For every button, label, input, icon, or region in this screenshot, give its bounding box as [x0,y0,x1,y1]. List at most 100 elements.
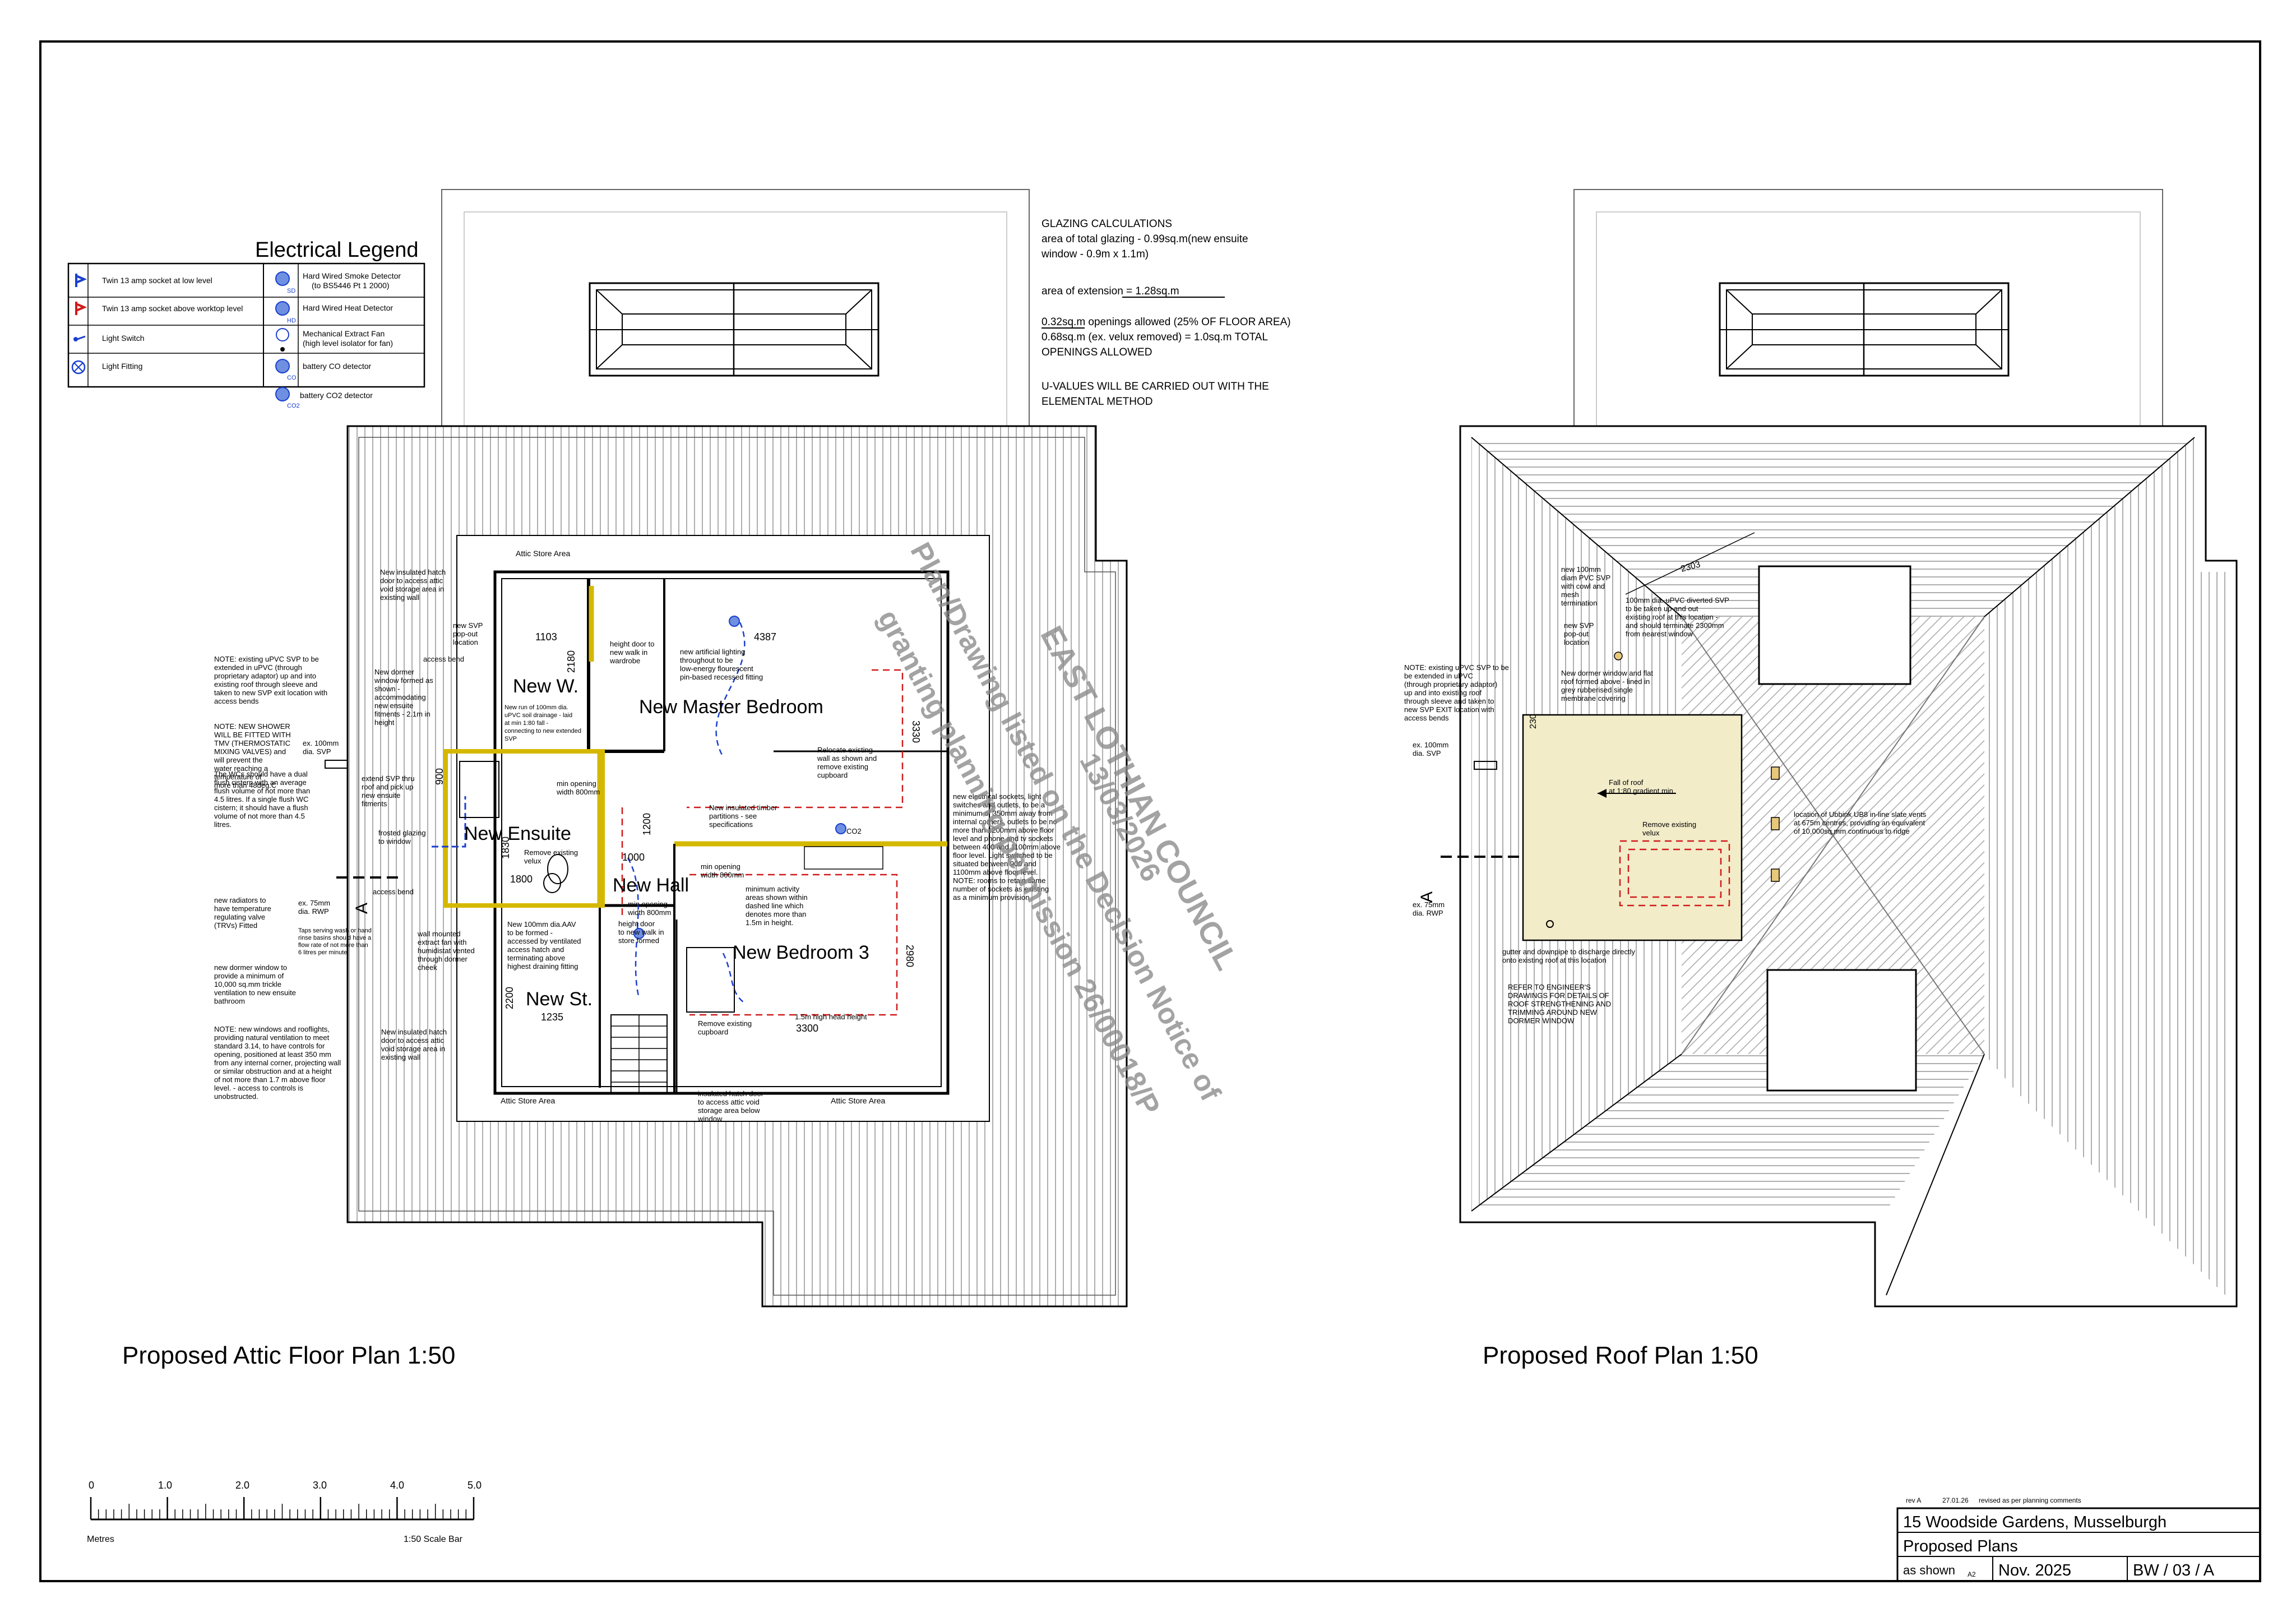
roof-dormer-bottom [1766,969,1917,1092]
roof-note-existing-line: new SVP EXIT location with [1404,705,1494,714]
roof-svp-divert-line: from nearest window [1626,630,1693,638]
svg-text:3300: 3300 [796,1023,818,1034]
roof-rwp-ex-line: dia. RWP [1413,909,1443,917]
basin-icon [543,873,561,893]
attic-left-note-5-line: level. - access to controls is [214,1084,303,1092]
roof-svp-new-line: termination [1561,599,1597,607]
attic-svp-note-line: ex. 100mm [303,739,339,747]
attic-svp-note-line: dia. SVP [303,747,331,756]
svg-text:2.0: 2.0 [235,1480,249,1491]
roof-fall-line: at 1:80 gradient min. [1609,787,1675,795]
roof-svp-ex-line: dia. SVP [1413,749,1441,757]
svg-text:window - 0.9m x 1.1m): window - 0.9m x 1.1m) [1041,248,1149,260]
attic-partitions-line: partitions - see [709,812,757,820]
attic-sockets-line: number of sockets as existing [953,885,1049,893]
roof-section-mark: A [1418,891,1436,903]
attic-left-note-1-line: temperature of [214,773,262,781]
attic-relocate-line: Relocate existing [817,746,873,754]
attic-left-note-3-line: (TRVs) Fitted [214,921,257,930]
attic-tap-note-line: 6 litres per minute [298,949,347,956]
attic-sockets-line: minimum of 350mm away from [953,809,1053,817]
attic-hatch-top-line: void storage area in [380,585,444,593]
roof-dormer-flat-line: membrane covering [1561,694,1626,703]
attic-sockets-line: more than 1200mm above floor [953,826,1054,834]
room-new-bedroom-3: New Bedroom 3 [733,942,869,963]
legend-smoke-sub: (to BS5446 Pt 1 2000) [312,281,390,290]
attic-left-note-4-line: 10,000 sq.mm trickle [214,980,281,988]
electrical-legend: Electrical Legend Twin 13 amp socket at … [67,238,425,409]
attic-extract-fan-line: wall mounted [417,930,461,938]
attic-left-note-1-line: WILL BE FITTED WITH [214,731,291,739]
bed-icon [686,947,735,1013]
roof-engineer-line: DRAWINGS FOR DETAILS OF [1508,991,1609,1000]
attic-extend-svp-line: extend SVP thru [362,774,414,783]
legend-item-light-switch: Light Switch [102,334,144,343]
legend-smoke-label: Hard Wired Smoke Detector [303,271,401,280]
attic-relocate-line: wall as shown and [817,754,877,763]
attic-dimensions: 1103 4387 3330 2180 900 1830 1800 1000 1… [434,631,922,1034]
attic-new-run-line: SVP [504,736,517,742]
attic-tap-note-line: flow rate of not more than [298,942,368,949]
scale-bar: Metres 1:50 Scale Bar 0 1.0 2.0 3.0 4.0 … [87,1480,482,1544]
roof-svp-divert-line: and should terminate 2300mm [1626,621,1724,630]
attic-left-note-0-line: taken to new SVP exit location with [214,689,327,697]
attic-extend-svp-line: fitments [362,800,387,808]
attic-lighting-line: throughout to be [680,656,733,664]
attic-sockets-line: as a minimum provision [953,893,1030,902]
title-date: Nov. 2025 [1998,1561,2071,1579]
roof-plan: A 2303 230 Proposed Roof Plan 1:50 [1418,189,2238,1369]
attic-rwp-note-line: dia. RWP [298,907,329,916]
light-fitting-icon [71,360,86,375]
attic-extract-fan-line: cheek [418,963,437,972]
slate-vent-2 [1771,817,1780,830]
legend-co-label: battery CO detector [303,362,372,371]
attic-dormer-note-line: window formed as [374,676,433,685]
roof-rooflight [1719,282,2010,377]
attic-left-note-5-line: of not more than 1.7 m above floor [214,1075,326,1084]
svg-text:U-VALUES WILL BE CARRIED OUT W: U-VALUES WILL BE CARRIED OUT WITH THE [1041,381,1269,392]
slate-vent-3 [1771,868,1780,882]
attic-new-svp-line: pop-out [453,630,478,638]
attic-dormer-note-line: New dormer [374,668,414,676]
attic-hatch-bottom-line: to access attic void [698,1098,760,1106]
roof-engineer-line: ROOF STRENGTHENING AND [1508,1000,1611,1008]
attic-external-walls [493,570,950,1095]
roof-engineer-line: REFER TO ENGINEER'S [1508,983,1591,991]
attic-co2: CO2 [846,827,862,835]
attic-sockets-line: 1100mm above floor level. [953,868,1038,876]
svg-text:0: 0 [89,1480,94,1491]
attic-left-note-5-line: standard 3.14, to have controls for [214,1042,325,1050]
attic-sockets-line: new electrical sockets, light [953,792,1041,801]
attic-left-note-4-line: bathroom [214,997,245,1005]
attic-new-run-line: at min 1:80 fall - [504,720,549,727]
attic-left-note-5-line: providing natural ventilation to meet [214,1033,330,1042]
roof-note-existing-line: be extended in uPVC [1404,672,1473,680]
sheet-border [39,40,2261,1582]
attic-left-note-4-line: provide a minimum of [214,972,284,980]
attic-hatch-bottom-line: insulated hatch door [698,1089,764,1098]
svg-text:area of total glazing - 0.99sq: area of total glazing - 0.99sq.m(new ens… [1041,233,1248,245]
attic-new-aav-line: to be formed - [507,928,553,937]
heat-detector-icon: HD [275,301,296,324]
legend-heat-label: Hard Wired Heat Detector [303,303,393,312]
svg-text:5.0: 5.0 [467,1480,482,1491]
svg-text:1830: 1830 [500,837,511,859]
attic-height-door-store-line: store formed [618,936,659,945]
svg-text:1103: 1103 [535,631,557,643]
attic-store-bottom-right: Attic Store Area [831,1096,885,1105]
attic-activity-line: dashed line which [746,902,803,910]
roof-note-existing-line: up and into existing roof [1404,689,1482,697]
attic-tap-note-line: rinse basins should have a [298,935,372,941]
attic-extract-fan-line: extract fan with [418,938,466,946]
attic-left-note-4-line: new dormer window to [214,963,287,972]
attic-hatch-top-line: New insulated hatch [380,568,446,576]
attic-new-run-line: connecting to new extended [504,728,581,734]
attic-min-open-1-line: width 800mm [556,788,600,796]
remove-velux-mark [1619,840,1730,907]
attic-left-note-0-line: extended in uPVC (through [214,663,302,672]
roof-remove-velux-line: Remove existing [1642,820,1696,829]
attic-left-note-1-line: TMV (THERMOSTATIC [214,739,290,747]
attic-new-aav-line: New 100mm dia.AAV [507,920,576,928]
